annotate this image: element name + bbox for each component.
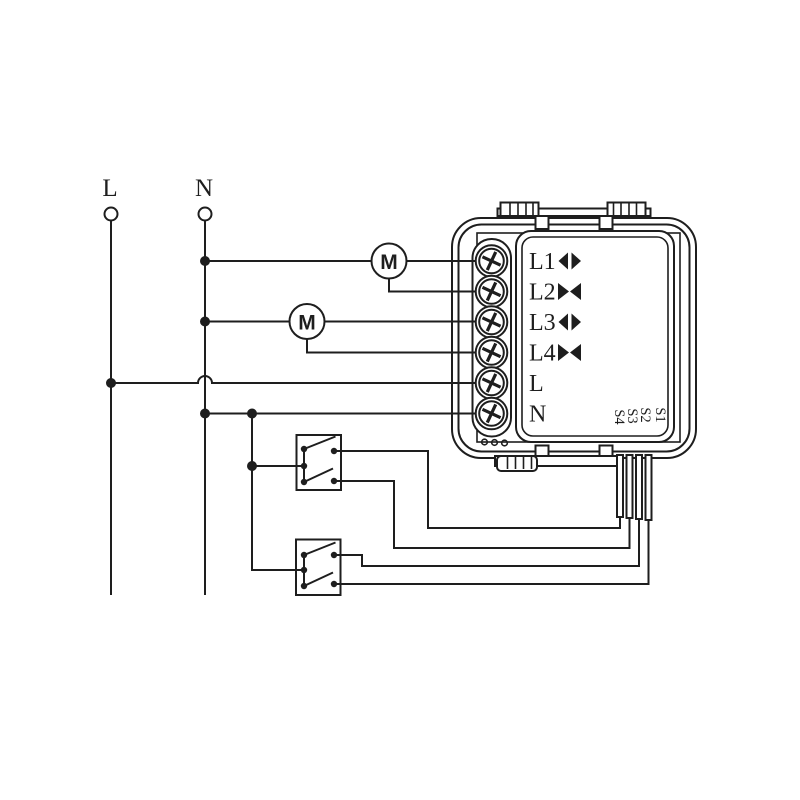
vent-hole (480, 438, 489, 446)
motor-1: M (370, 242, 408, 280)
wire-live-to-module (111, 375, 489, 384)
switch2-lever-down (303, 571, 334, 587)
screw-cross (481, 312, 502, 332)
junction-dot (200, 408, 210, 419)
motor-2: M (288, 303, 326, 340)
wire-motor1-l2 (388, 278, 489, 293)
direction-open-icon (558, 313, 581, 331)
top-tab-left (534, 215, 550, 230)
wiring (110, 220, 650, 595)
switch-input-label-s2: S2 (637, 407, 653, 422)
top-strip-bar (496, 207, 652, 217)
vent-hole (500, 439, 509, 447)
wall-switch-2 (300, 541, 338, 590)
vent-hole (490, 438, 499, 447)
screw-cross (481, 251, 502, 271)
switch1-lever-up (303, 435, 336, 450)
terminal-screw-l2 (474, 274, 509, 309)
terminal-label-l4: L4 (529, 341, 556, 367)
junction-dot (200, 316, 210, 327)
module-panel-inner (521, 236, 669, 437)
terminal-screw-l1 (474, 244, 509, 278)
screw-cross (481, 281, 502, 302)
terminal-label-l2: L2 (529, 280, 556, 306)
direction-close-icon (558, 344, 581, 361)
module-vent-holes (480, 438, 509, 447)
switch1-out-contact (330, 447, 338, 455)
motor-2-label: M (298, 312, 316, 335)
switch-input-labels: S1 S2 S3 S4 (611, 407, 668, 425)
top-strip-cap-left-ticks (509, 203, 534, 215)
module-panel-outer (515, 230, 675, 443)
junction-dot (247, 461, 257, 471)
direction-open-icon (558, 252, 581, 270)
terminal-label-l: L (529, 371, 544, 397)
terminal-screws (474, 244, 509, 431)
wire-s1 (334, 450, 621, 529)
junction-dot (106, 378, 116, 388)
screw-cross (481, 403, 502, 424)
switch-input-label-s1: S1 (652, 407, 668, 422)
switch1-out-contact (330, 477, 338, 485)
junction-dot (247, 408, 257, 419)
terminal-label-l3: L3 (529, 310, 556, 336)
switch2-lever-up (303, 541, 336, 556)
motor-1-circle (370, 242, 408, 280)
switch2-contact (300, 551, 308, 559)
switch1-contact (300, 445, 308, 453)
supply-neutral-label: N (195, 175, 213, 202)
module-top-strip (496, 201, 652, 230)
top-tab-right (598, 215, 614, 230)
wall-switch-1 (300, 435, 338, 486)
terminal-label-l1: L1 (529, 249, 556, 275)
stub-s3 (635, 454, 643, 520)
terminal-screw-l4 (474, 335, 509, 370)
switch-input-stubs (616, 454, 653, 521)
screw-cross (481, 373, 502, 393)
terminal-screw-n (474, 396, 509, 431)
switch1-lever-down (303, 467, 334, 483)
supply-terminals: L N (102, 175, 213, 222)
terminal-screw-l3 (474, 305, 509, 339)
stub-s2 (625, 454, 634, 519)
junction-dot (200, 256, 210, 266)
motor-2-circle (288, 303, 326, 340)
wire-s4 (334, 520, 650, 585)
switch2-out-contact (330, 580, 338, 588)
switch2-out-contact (330, 551, 338, 559)
terminal-label-n: N (529, 402, 546, 428)
switch2-contact (300, 582, 308, 590)
stub-s4 (644, 454, 653, 521)
switch-input-label-s4: S4 (611, 409, 627, 425)
supply-live-label: L (102, 175, 117, 202)
wire-s2 (334, 480, 631, 549)
supply-neutral-terminal (197, 206, 213, 222)
direction-close-icon (558, 283, 581, 300)
switch1-common-contact (300, 462, 308, 470)
switch1-contact (300, 478, 308, 486)
bottom-connector-ticks (506, 457, 533, 469)
screw-cross (481, 342, 502, 363)
wire-s3 (334, 519, 640, 567)
motor-1-label: M (380, 251, 398, 274)
top-strip-cap-right-ticks (612, 203, 638, 215)
junction-dots (106, 256, 257, 471)
switch-input-label-s3: S3 (624, 408, 640, 423)
stub-s1 (616, 454, 624, 518)
module-shell-inner (457, 223, 691, 453)
switch2-common-contact (300, 566, 308, 574)
supply-live-terminal (103, 206, 119, 222)
terminal-screw-l (474, 366, 509, 400)
wire-motor2-l4 (306, 339, 489, 354)
terminal-labels: L1 L2 L3 L4 L N (529, 249, 581, 428)
